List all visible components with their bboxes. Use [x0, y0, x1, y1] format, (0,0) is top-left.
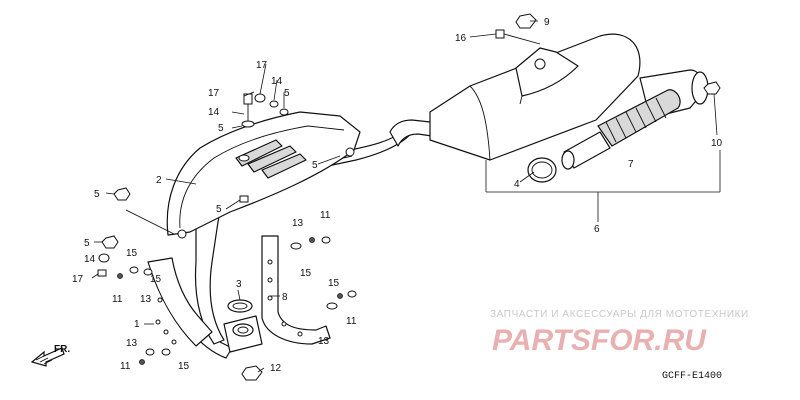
callout-5-lower: 5: [216, 204, 222, 215]
callout-17-left: 17: [72, 274, 84, 285]
callout-11-left: 11: [112, 294, 123, 305]
callout-5-left: 5: [94, 189, 100, 200]
pipe-heat-guard: [147, 257, 213, 347]
callout-8: 8: [282, 292, 288, 303]
callout-14-mid: 14: [208, 107, 220, 118]
callout-15-bracket: 15: [300, 268, 312, 279]
callout-3: 3: [236, 279, 242, 290]
callout-6: 6: [594, 224, 600, 235]
callout-14-bottom-left: 14: [84, 254, 96, 265]
callout-2: 2: [156, 175, 162, 186]
callout-17-top: 17: [256, 60, 268, 71]
callout-10: 10: [711, 138, 723, 149]
callout-4: 4: [514, 179, 520, 190]
callout-13-left: 13: [140, 294, 152, 305]
callout-11-bracket-top: 11: [320, 210, 331, 221]
front-direction-arrow: FR.: [30, 344, 70, 367]
callout-numbers: 9 16 10 7 4 6 17 14 17 5 14 5 5 2 5 5 13…: [72, 17, 723, 374]
callout-14-top: 14: [271, 76, 283, 87]
front-direction-label: FR.: [54, 344, 70, 355]
callout-12: 12: [270, 363, 282, 374]
bracket: [261, 235, 331, 345]
callout-13-bottom: 13: [126, 338, 138, 349]
callout-1: 1: [134, 319, 140, 330]
callout-15-left-b: 15: [150, 274, 162, 285]
callout-13-right: 13: [318, 336, 330, 347]
callout-5-mid: 5: [218, 123, 224, 134]
heat-shield: [166, 111, 361, 239]
callout-9: 9: [544, 17, 550, 28]
callout-5-top: 5: [284, 88, 290, 99]
watermark-subtitle: ЗАПЧАСТИ И АКСЕССУАРЫ ДЛЯ МОТОТЕХНИКИ: [490, 309, 749, 320]
callout-17-mid: 17: [208, 88, 220, 99]
callout-11-right: 11: [346, 316, 357, 327]
callout-16: 16: [455, 33, 467, 44]
callout-7: 7: [628, 159, 634, 170]
callout-15-bottom: 15: [178, 361, 190, 372]
callout-13-bracket-top: 13: [292, 218, 304, 229]
diagram-code: GCFF-E1400: [662, 371, 722, 382]
callout-15-right: 15: [328, 278, 340, 289]
watermark-logo: PARTSFOR.RU: [492, 324, 707, 357]
callout-11-bottom: 11: [120, 361, 131, 372]
leader-lines: [91, 20, 721, 373]
spark-arrestor: [561, 89, 681, 170]
callout-5-bottom-left: 5: [84, 238, 90, 249]
callout-15-left: 15: [126, 248, 138, 259]
joint-gasket: [223, 299, 263, 353]
callout-5-shield: 5: [312, 160, 318, 171]
